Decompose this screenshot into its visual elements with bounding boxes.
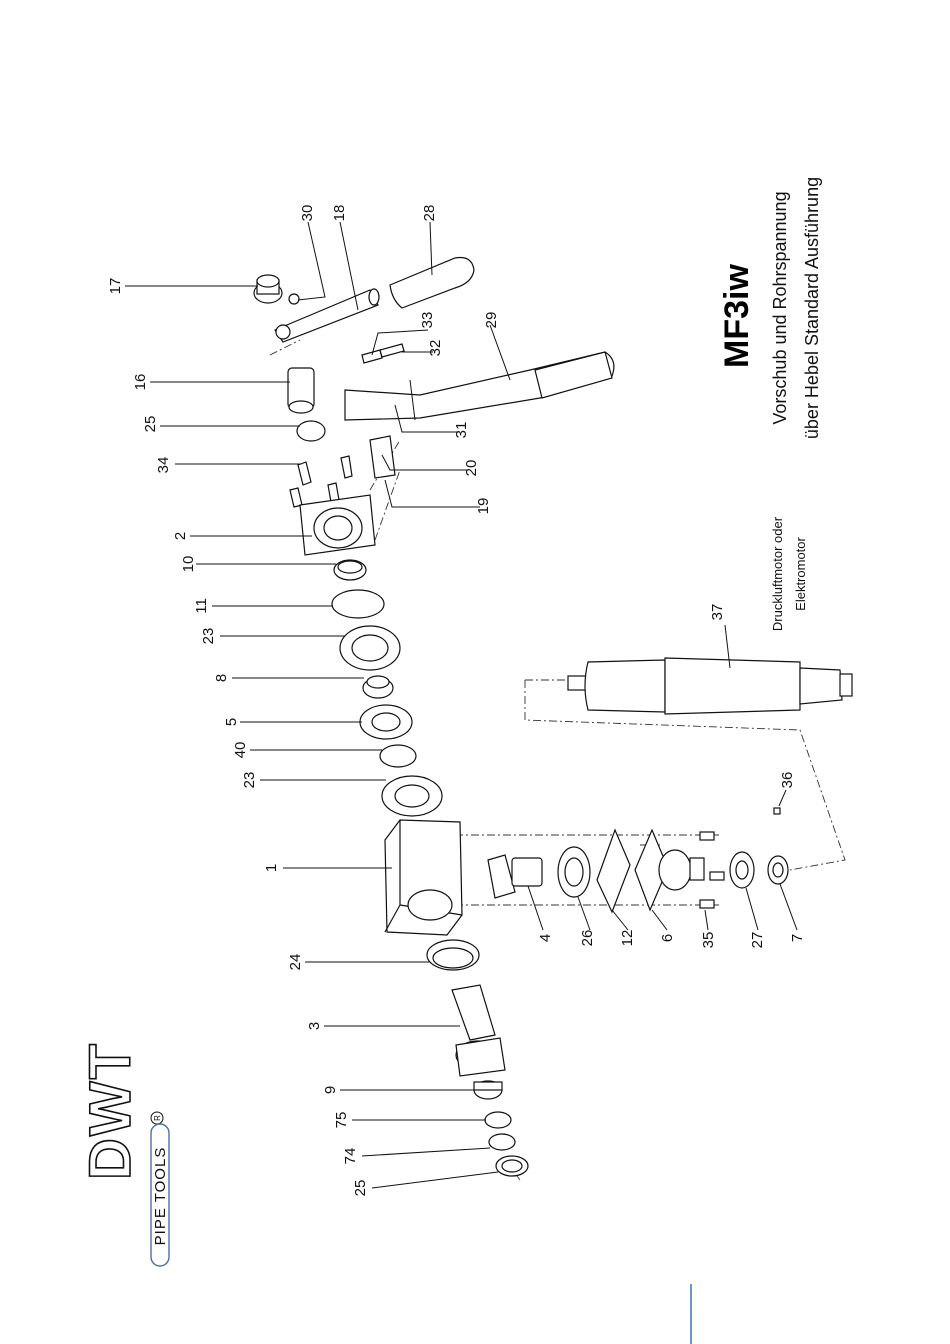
part-10-bushing [334, 560, 366, 580]
part-16-fork [288, 368, 314, 413]
label-25-upper: 25 [142, 416, 159, 433]
part-24-ring [427, 940, 479, 970]
part-11-ring [332, 590, 384, 618]
label-20: 20 [463, 460, 480, 477]
label-19: 19 [475, 498, 492, 515]
label-31: 31 [453, 422, 470, 439]
part-32-pin [380, 344, 404, 357]
label-24: 24 [287, 954, 304, 971]
part-74-ring [489, 1134, 515, 1150]
dwt-logo: DWT R PIPE TOOLS [78, 1042, 169, 1266]
label-12: 12 [619, 930, 636, 947]
part-23-bearing-upper [340, 626, 400, 670]
label-36: 36 [779, 772, 796, 789]
label-1: 1 [263, 864, 280, 872]
label-74: 74 [342, 1148, 359, 1165]
label-28: 28 [421, 205, 438, 222]
part-12-gasket [597, 830, 630, 912]
assembly-guide-lines [270, 340, 845, 1180]
logo-brand: DWT [78, 1042, 143, 1180]
label-7: 7 [789, 934, 806, 942]
page-margin-rule [690, 1284, 692, 1344]
subtitle-line-1: Vorschub und Rohrspannung [770, 191, 790, 424]
label-8: 8 [213, 674, 230, 682]
label-32: 32 [427, 340, 444, 357]
label-27: 27 [749, 932, 766, 949]
label-10: 10 [180, 556, 197, 573]
part-33-pin [362, 350, 382, 363]
label-34: 34 [155, 457, 172, 474]
label-4: 4 [537, 934, 554, 942]
label-9: 9 [322, 1086, 339, 1094]
label-26: 26 [579, 930, 596, 947]
label-40: 40 [232, 742, 249, 759]
part-17-cap [254, 275, 282, 303]
part-5-gear [360, 705, 412, 739]
part-19-bracket [370, 436, 395, 478]
part-26-bearing [558, 847, 590, 897]
label-23-lower: 23 [241, 772, 258, 789]
part-29-lever [345, 352, 614, 420]
label-25-lower: 25 [352, 1180, 369, 1197]
part-8-sleeve [363, 676, 393, 698]
part-9-collet [474, 1081, 502, 1099]
label-37: 37 [709, 604, 726, 621]
label-18: 18 [331, 205, 348, 222]
motor-note-line-2: Elektromotor [793, 536, 808, 610]
part-3-spindle [452, 985, 505, 1076]
part-40-ring [380, 745, 416, 767]
part-2-plate [300, 495, 375, 555]
label-5: 5 [223, 718, 240, 726]
part-27-bearing [730, 852, 754, 888]
label-23-upper: 23 [200, 628, 217, 645]
part-4-bevel-gear [488, 855, 542, 898]
label-29: 29 [483, 312, 500, 329]
title-block: MF3iw Vorschub und Rohrspannung über Heb… [718, 177, 822, 631]
part-1-housing [385, 820, 462, 935]
part-37-motor [568, 658, 852, 714]
label-11: 11 [193, 598, 210, 614]
model-title: MF3iw [718, 264, 756, 368]
label-17: 17 [107, 278, 124, 295]
subtitle-line-2: über Hebel Standard Ausführung [802, 177, 822, 439]
part-75-ring [485, 1112, 511, 1128]
registered-mark: R [153, 1115, 162, 1121]
dwt-logo-mark: DWT [78, 1042, 143, 1180]
part-6-flange [635, 830, 704, 910]
part-30-washer [289, 294, 299, 304]
label-33: 33 [419, 312, 436, 329]
part-25-ring-upper [297, 421, 325, 441]
label-2: 2 [172, 532, 189, 540]
label-35: 35 [700, 932, 717, 949]
part-7-nut [768, 856, 788, 884]
label-30: 30 [299, 205, 316, 222]
label-6: 6 [659, 934, 676, 942]
label-16: 16 [132, 374, 149, 391]
part-25-ring-lower [496, 1156, 528, 1176]
label-75: 75 [333, 1112, 350, 1129]
part-shapes [254, 258, 852, 1177]
label-3: 3 [306, 1022, 323, 1030]
motor-note-line-1: Druckluftmotor oder [770, 516, 785, 631]
logo-tagline: PIPE TOOLS [152, 1147, 169, 1246]
part-23-bearing-lower [382, 776, 442, 816]
part-36-key [774, 808, 780, 814]
